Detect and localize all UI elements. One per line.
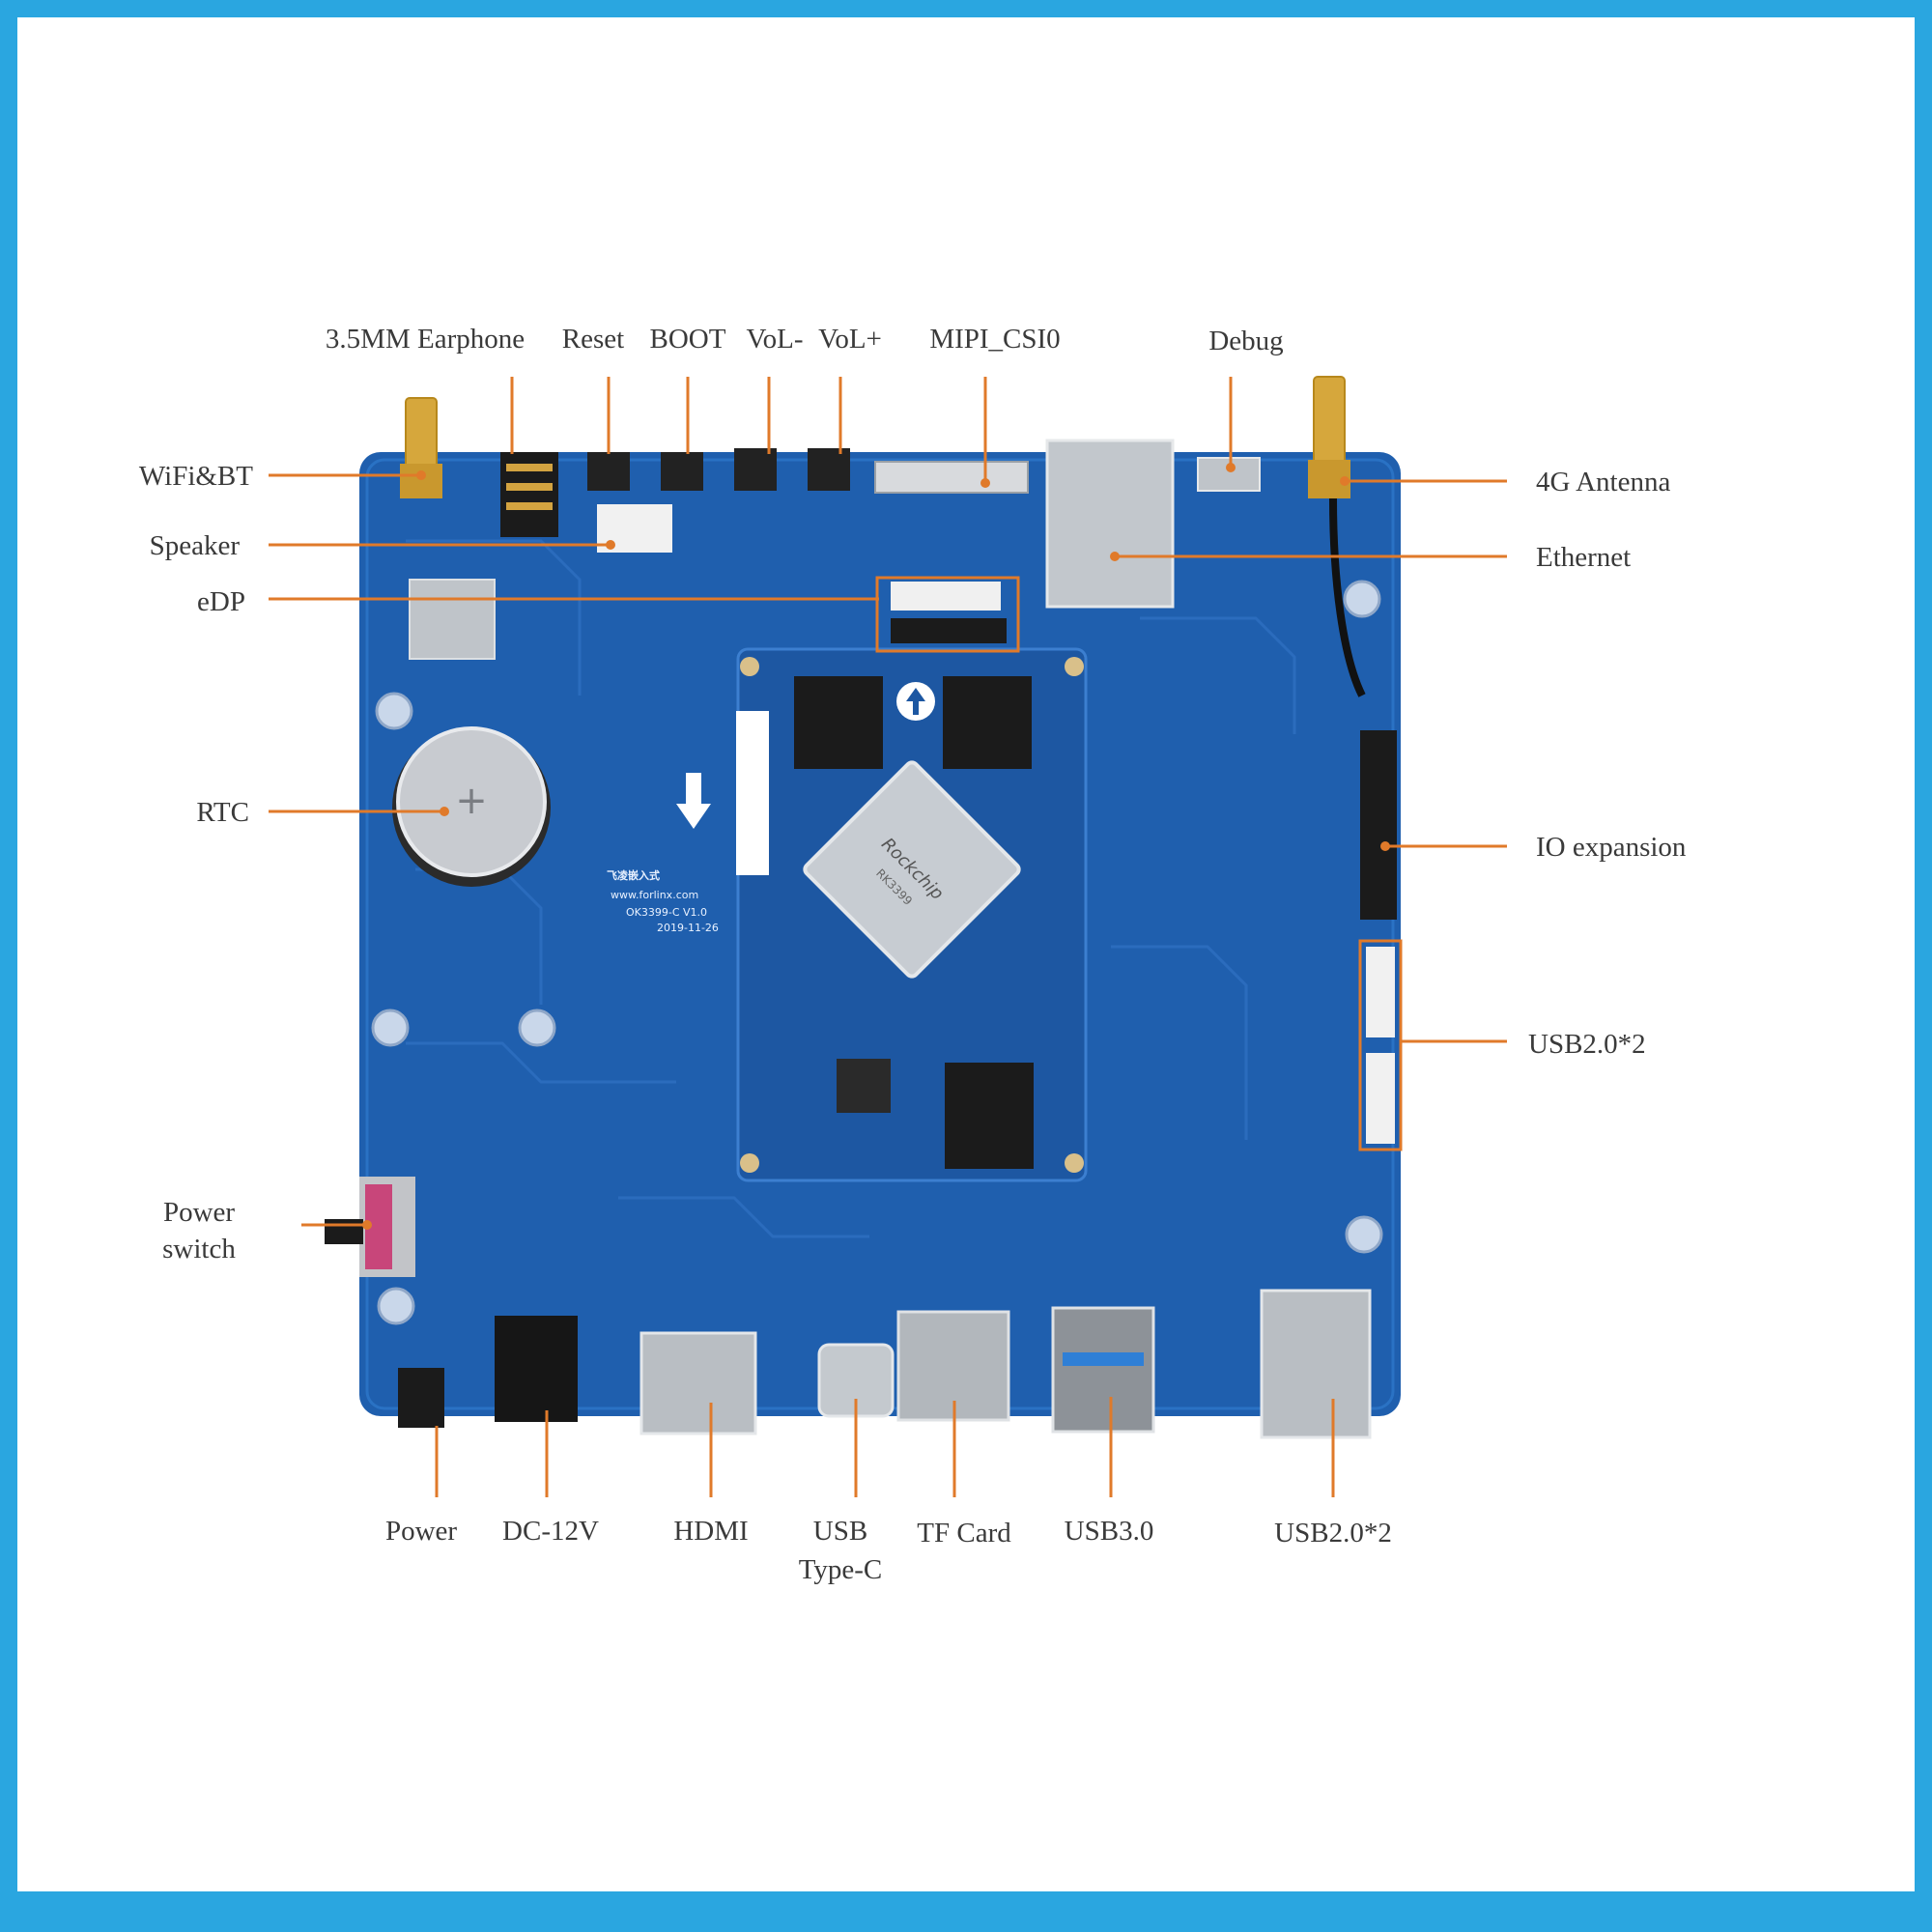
soc-chip: Rockchip RK3399 — [803, 760, 1021, 979]
vol-plus-key — [808, 448, 850, 491]
callout-labels: 3.5MM Earphone Reset BOOT VoL- VoL+ MIPI… — [139, 324, 1687, 1585]
label-tf-card: TF Card — [917, 1518, 1011, 1548]
edp-header — [891, 618, 1007, 643]
module-sticker — [736, 711, 769, 875]
wifi-module — [409, 579, 496, 660]
label-power-switch-1: Power — [163, 1197, 235, 1228]
label-speaker: Speaker — [150, 530, 241, 561]
label-wifi-bt: WiFi&BT — [139, 461, 253, 492]
core-screw-hole — [1065, 657, 1084, 676]
silk-arrow-icon — [676, 773, 711, 829]
core-screw-hole — [1065, 1153, 1084, 1173]
board-brand: 飞凌嵌入式 — [607, 868, 660, 882]
debug-micro-usb — [1197, 457, 1261, 492]
edp-highlight — [875, 576, 1020, 653]
label-usb-typec-1: USB — [813, 1516, 867, 1547]
ddr-chip — [794, 676, 883, 769]
rtc-coin-cell — [396, 726, 547, 877]
ddr-chip — [943, 676, 1032, 769]
rtc-plus-icon: + — [455, 779, 488, 823]
board-model: OK3399-C V1.0 — [626, 906, 707, 919]
power-button — [398, 1368, 444, 1428]
label-hdmi: HDMI — [673, 1516, 748, 1547]
label-vol-plus: VoL+ — [818, 324, 882, 355]
label-rtc: RTC — [196, 797, 249, 828]
reset-key — [587, 452, 630, 491]
label-earphone: 3.5MM Earphone — [326, 324, 525, 355]
emmc-chip — [945, 1063, 1034, 1169]
leader-lines — [269, 377, 1507, 1497]
label-reset: Reset — [562, 324, 624, 355]
label-usb30: USB3.0 — [1065, 1516, 1154, 1547]
vol-minus-key — [734, 448, 777, 491]
arrow-up-icon — [906, 688, 925, 715]
mounting-holes — [371, 580, 1383, 1325]
label-vol-minus: VoL- — [746, 324, 803, 355]
usb20-header-a — [1366, 947, 1395, 1037]
core-screw-hole — [740, 1153, 759, 1173]
power-switch-lever — [325, 1219, 363, 1244]
label-usb-typec-2: Type-C — [799, 1554, 883, 1585]
label-power-switch-2: switch — [162, 1234, 236, 1264]
label-dc12v: DC-12V — [502, 1516, 599, 1547]
label-io-expansion: IO expansion — [1536, 832, 1687, 863]
board-website: www.forlinx.com — [611, 889, 698, 901]
usb20-dual-port — [1260, 1289, 1372, 1439]
mipi-csi-connector — [874, 461, 1029, 494]
usb20-header-b — [1366, 1053, 1395, 1144]
pmic-chip — [837, 1059, 891, 1113]
boot-key — [661, 452, 703, 491]
label-4g-antenna: 4G Antenna — [1536, 467, 1670, 497]
edp-connector — [891, 582, 1001, 611]
label-usb20-right: USB2.0*2 — [1528, 1029, 1646, 1060]
sma-4g — [1308, 376, 1366, 697]
ethernet-jack — [1045, 439, 1175, 609]
io-expansion-header — [1360, 730, 1397, 920]
dc-jack — [495, 1316, 578, 1422]
usb30-port — [1051, 1306, 1155, 1434]
sma-wifi — [400, 397, 442, 498]
label-mipi-csi0: MIPI_CSI0 — [929, 324, 1060, 355]
label-power: Power — [385, 1516, 457, 1547]
label-boot: BOOT — [650, 324, 726, 355]
label-usb20-bottom: USB2.0*2 — [1274, 1518, 1392, 1548]
hdmi-port — [639, 1331, 757, 1435]
usb30-tongue — [1063, 1352, 1144, 1366]
label-edp: eDP — [197, 586, 245, 617]
core-screw-hole — [740, 657, 759, 676]
label-debug: Debug — [1208, 326, 1283, 356]
board-date: 2019-11-26 — [657, 922, 719, 934]
label-ethernet: Ethernet — [1536, 542, 1631, 573]
earphone-jack — [500, 452, 558, 537]
usb20-right-highlight — [1358, 939, 1403, 1151]
